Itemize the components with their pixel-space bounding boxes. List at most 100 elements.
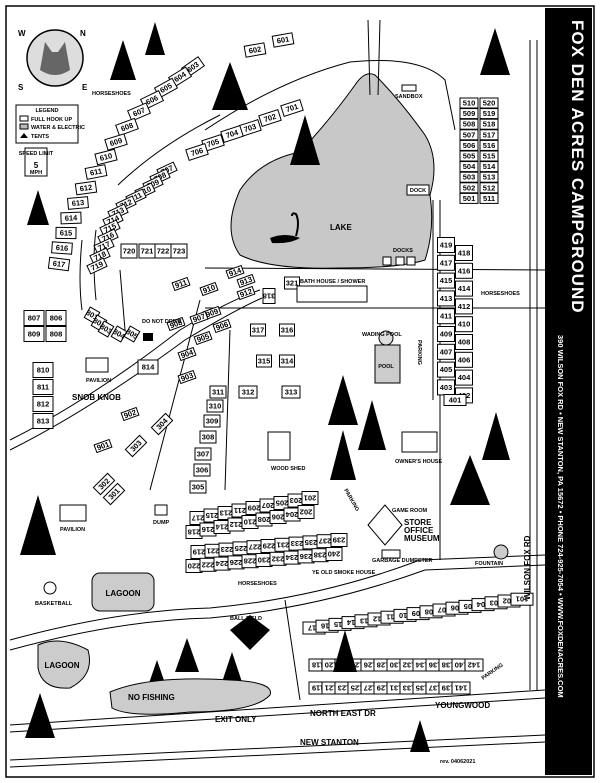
campsite-box (455, 369, 473, 386)
ball-field-diamond (230, 615, 270, 650)
campsite-box (479, 129, 499, 141)
campsite-number: 902 (123, 408, 138, 421)
campsite-number: 305 (192, 483, 205, 492)
lagoon-upper (91, 572, 155, 612)
campsite-number: 610 (99, 151, 113, 163)
campsite-box (279, 323, 295, 337)
owners-house-label: OWNER'S HOUSE (395, 459, 442, 465)
campsite: 803 (97, 320, 115, 338)
campsite-box (84, 164, 108, 180)
campsite-number: 720 (123, 247, 136, 256)
campsite-number: 721 (141, 247, 154, 256)
campsite: 605 (153, 77, 179, 99)
campsite: 520 (479, 97, 499, 109)
campsite: 719 (86, 257, 108, 275)
campsite-box (258, 109, 282, 127)
sandbox-label: SANDBOX (395, 94, 423, 100)
campsite-number: 914 (228, 265, 244, 278)
park-title: FOX DEN ACRES CAMPGROUND (568, 20, 587, 314)
snob-knob-label: SNOB KNOB (72, 393, 121, 402)
campsite: 314 (279, 354, 295, 368)
campsite-number: 905 (196, 332, 211, 345)
campsite-number: 315 (258, 357, 271, 366)
campsite-number: 236 (300, 552, 313, 561)
campsite-box (243, 42, 267, 58)
campsite-number: 403 (440, 383, 453, 392)
campsite-number: 115 (334, 620, 346, 629)
campsite-number: 130 (390, 661, 403, 670)
campsite: 808 (45, 326, 67, 342)
campsite: 310 (206, 399, 224, 413)
campsite-box (212, 318, 232, 334)
campsite-number: 903 (180, 371, 195, 384)
campsite-box (455, 280, 473, 297)
campsite-number: 239 (333, 536, 346, 545)
campsite-box (185, 143, 209, 161)
no-fishing-label: NO FISHING (128, 693, 175, 702)
dock-b (395, 256, 405, 266)
campsite: 403 (437, 379, 455, 396)
lagoon-lower-label: LAGOON (44, 661, 79, 670)
campsite-number: 510 (463, 99, 476, 108)
campsite-number: 129 (377, 684, 390, 693)
horseshoes-label-east: HORSESHOES (481, 291, 520, 297)
campsite-box (194, 447, 212, 461)
campsite: 910 (199, 281, 219, 297)
title-bar (545, 8, 592, 775)
campsite-number: 231 (277, 540, 290, 549)
compass-n: N (80, 29, 86, 38)
campsite: 515 (479, 150, 499, 162)
campsite: 508 (459, 118, 479, 130)
campsite: 516 (479, 139, 499, 151)
campsite-number: 909 (205, 307, 220, 320)
campsite: 722 (154, 243, 172, 259)
campsite-number: 234 (285, 553, 298, 562)
campsite-box (459, 171, 479, 183)
campsite: 303 (124, 434, 148, 458)
campsite-box (437, 237, 455, 253)
dock-label: DOCK (410, 188, 426, 194)
campsite-box (455, 351, 473, 368)
campsite-box (459, 150, 479, 162)
campsite: 511 (479, 192, 499, 204)
campsite: 201 (301, 491, 319, 505)
campsite-box (479, 118, 499, 130)
campsite-number: 614 (65, 213, 79, 222)
legend-tents: TENTS (31, 134, 49, 140)
campsite-number: 219 (193, 548, 206, 557)
pavilion-bottom-label: PAVILION (60, 527, 85, 533)
campsite-box (443, 394, 467, 406)
campsite: 413 (437, 290, 455, 307)
campsite: 907 (189, 310, 209, 326)
campsite-box (281, 385, 301, 399)
dump-station (154, 504, 168, 516)
campsite-number: 141 (455, 684, 468, 693)
campsite: 202 (297, 505, 315, 519)
campsite-number: 501 (463, 194, 476, 203)
campsite-number: 118 (312, 661, 324, 670)
campsite-box (45, 310, 67, 326)
campsite-box (510, 592, 534, 606)
campsite-number: 313 (285, 388, 298, 397)
campsite: 615 (55, 226, 77, 240)
campsite: 237 (316, 534, 334, 549)
campsite: 518 (479, 118, 499, 130)
campsite-number: 142 (468, 661, 481, 670)
campsite-number: 418 (458, 249, 471, 258)
campsite-box (437, 290, 455, 307)
owners-house (401, 431, 438, 453)
campsite-number: 312 (242, 388, 255, 397)
campsite: 142 (464, 658, 484, 672)
campsite-box (177, 369, 197, 385)
campsite-box (124, 434, 148, 458)
campsite-number: 238 (314, 551, 327, 560)
campsite-number: 407 (440, 347, 453, 356)
pool-label: POOL (378, 364, 394, 370)
campsite-box (284, 276, 300, 290)
campsite-number: 511 (483, 194, 495, 203)
campsite: 309 (203, 414, 221, 428)
campsite-number: 102 (503, 597, 516, 606)
campsite: 914 (225, 264, 245, 280)
campsite-box (262, 288, 276, 304)
campsite-number: 112 (373, 615, 385, 624)
